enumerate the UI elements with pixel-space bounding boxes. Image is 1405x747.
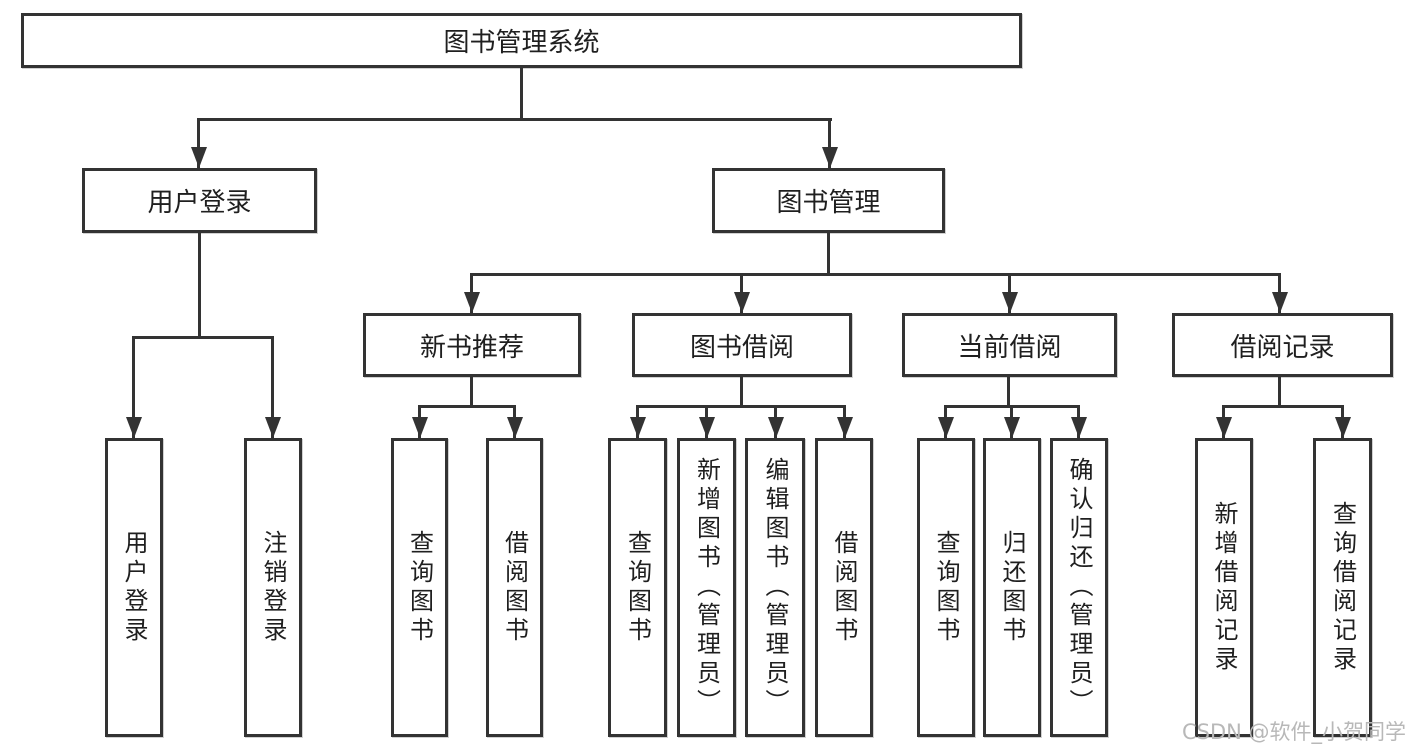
connector-borrowing-rail bbox=[636, 405, 845, 408]
connector-root-rail bbox=[198, 118, 832, 121]
connector-records-rail bbox=[1222, 405, 1343, 408]
leaf-label: 确认归还（管理员） bbox=[1065, 457, 1093, 718]
node-library-management-system: 图书管理系统 bbox=[21, 13, 1022, 68]
leaf-current-return-books: 归还图书 bbox=[983, 438, 1041, 737]
connector-recommend-rail bbox=[418, 405, 516, 408]
leaf-recommend-query-books: 查询图书 bbox=[391, 438, 448, 737]
arrow-to-records-add bbox=[1222, 405, 1225, 438]
arrow-to-borrowing-query bbox=[636, 405, 639, 438]
node-current-borrowing: 当前借阅 bbox=[902, 313, 1117, 377]
node-label: 图书管理 bbox=[776, 188, 881, 218]
node-user-login: 用户登录 bbox=[82, 168, 317, 233]
arrow-to-borrowing-borrow bbox=[843, 405, 846, 438]
leaf-label: 新增借阅记录 bbox=[1210, 500, 1238, 675]
connector-records-stem bbox=[1278, 377, 1281, 405]
leaf-label: 新增图书（管理员） bbox=[692, 457, 721, 718]
arrow-to-current-query bbox=[944, 405, 947, 438]
arrow-to-borrowing-add bbox=[705, 405, 708, 438]
leaf-label: 查询借阅记录 bbox=[1328, 500, 1357, 675]
node-label: 图书借阅 bbox=[689, 332, 794, 363]
arrow-to-recommend-borrow bbox=[513, 405, 516, 438]
leaf-user-login: 用户登录 bbox=[105, 438, 163, 737]
leaf-borrowing-query-books: 查询图书 bbox=[608, 438, 667, 737]
node-new-book-recommend: 新书推荐 bbox=[363, 313, 581, 377]
node-label: 借阅记录 bbox=[1230, 332, 1335, 363]
leaf-recommend-borrow-books: 借阅图书 bbox=[486, 438, 543, 737]
leaf-borrowing-add-books-admin: 新增图书（管理员） bbox=[677, 438, 736, 737]
leaf-label: 用户登录 bbox=[120, 529, 148, 646]
node-label: 当前借阅 bbox=[957, 332, 1062, 363]
arrow-to-borrowing-edit bbox=[774, 405, 777, 438]
arrow-to-book-borrowing bbox=[740, 273, 743, 313]
csdn-watermark: CSDN @软件_小贺同学 bbox=[1182, 720, 1405, 744]
node-borrowing-records: 借阅记录 bbox=[1172, 313, 1393, 377]
leaf-records-query-record: 查询借阅记录 bbox=[1313, 438, 1372, 737]
arrow-to-borrowing-records bbox=[1278, 273, 1281, 313]
leaf-borrowing-borrow-books: 借阅图书 bbox=[815, 438, 873, 737]
connector-root-stem bbox=[520, 68, 523, 118]
leaf-label: 查询图书 bbox=[932, 529, 960, 646]
arrow-to-new-book-recommend bbox=[470, 273, 473, 313]
leaf-label: 编辑图书（管理员） bbox=[761, 457, 789, 718]
node-label: 新书推荐 bbox=[419, 332, 524, 363]
connector-recommend-stem bbox=[470, 377, 473, 405]
connector-borrowing-stem bbox=[740, 377, 743, 405]
connector-mgmt-rail bbox=[470, 273, 1281, 276]
arrow-to-user-login bbox=[197, 118, 200, 168]
arrow-to-current-return bbox=[1010, 405, 1013, 438]
leaf-label: 借阅图书 bbox=[830, 529, 858, 646]
node-label: 用户登录 bbox=[147, 188, 252, 218]
node-label: 图书管理系统 bbox=[443, 28, 600, 58]
arrow-to-current-confirm bbox=[1077, 405, 1080, 438]
node-book-borrowing: 图书借阅 bbox=[632, 313, 852, 377]
leaf-label: 借阅图书 bbox=[500, 529, 529, 646]
leaf-label: 归还图书 bbox=[998, 529, 1026, 646]
connector-login-stem bbox=[198, 233, 201, 336]
arrow-to-login-leaf bbox=[132, 336, 135, 438]
connector-mgmt-stem bbox=[827, 233, 830, 273]
leaf-logout: 注销登录 bbox=[244, 438, 302, 737]
leaf-current-query-books: 查询图书 bbox=[917, 438, 975, 737]
arrow-to-records-query bbox=[1341, 405, 1344, 438]
leaf-label: 查询图书 bbox=[623, 529, 652, 646]
leaf-label: 查询图书 bbox=[405, 529, 434, 646]
connector-current-stem bbox=[1007, 377, 1010, 405]
leaf-borrowing-edit-books-admin: 编辑图书（管理员） bbox=[745, 438, 805, 737]
arrow-to-recommend-query bbox=[418, 405, 421, 438]
arrow-to-book-management bbox=[828, 118, 831, 168]
leaf-label: 注销登录 bbox=[259, 529, 287, 646]
leaf-current-confirm-return-admin: 确认归还（管理员） bbox=[1050, 438, 1108, 737]
node-book-management: 图书管理 bbox=[712, 168, 945, 233]
leaf-records-add-record: 新增借阅记录 bbox=[1195, 438, 1253, 737]
arrow-to-current-borrowing bbox=[1008, 273, 1011, 313]
arrow-to-logout-leaf bbox=[271, 336, 274, 438]
connector-login-rail bbox=[132, 336, 274, 339]
